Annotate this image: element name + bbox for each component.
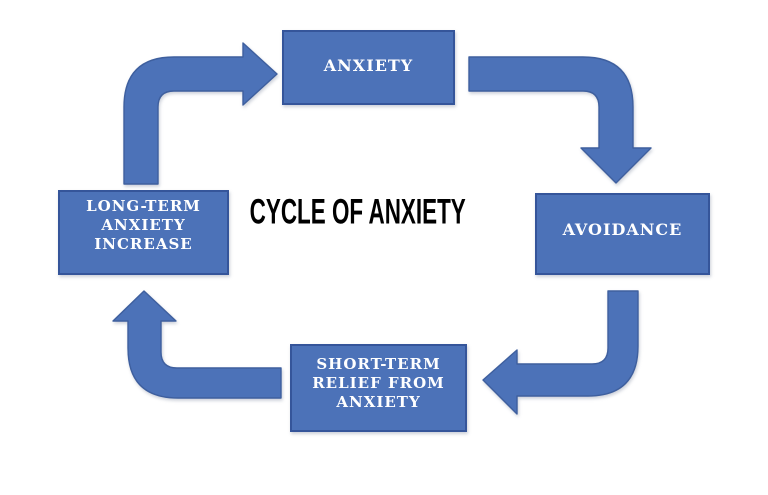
node-short-term-relief: SHORT-TERM RELIEF FROM ANXIETY (290, 344, 467, 432)
node-short-term-relief-label-line1: SHORT-TERM (316, 354, 441, 373)
diagram-title: CYCLE OF ANXIETY (233, 192, 483, 232)
node-anxiety-label: ANXIETY (323, 56, 414, 75)
node-short-term-relief-label-line3: ANXIETY (336, 392, 421, 411)
node-anxiety: ANXIETY (282, 30, 455, 105)
arrow-anxiety-to-avoidance-icon (468, 56, 652, 184)
node-long-term-increase-label-line3: INCREASE (94, 235, 193, 253)
node-long-term-increase-label-line1: LONG-TERM (86, 197, 201, 215)
node-avoidance-label: AVOIDANCE (562, 219, 683, 239)
node-avoidance: AVOIDANCE (535, 193, 710, 275)
node-long-term-increase: LONG-TERM ANXIETY INCREASE (58, 190, 229, 275)
diagram-title-text: CYCLE OF ANXIETY (249, 191, 467, 232)
node-short-term-relief-label-line2: RELIEF FROM (312, 373, 445, 392)
arrow-avoidance-to-short-term-icon (482, 290, 639, 415)
node-long-term-increase-label-line2: ANXIETY (101, 216, 186, 234)
arrow-long-term-to-anxiety-icon (123, 42, 278, 185)
arrow-short-term-to-long-term-icon (112, 290, 282, 399)
